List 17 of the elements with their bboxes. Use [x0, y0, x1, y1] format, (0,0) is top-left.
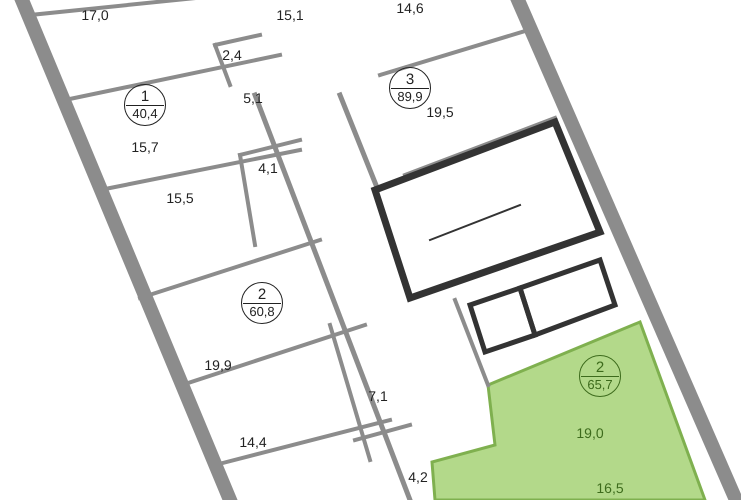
room-area: 19,0 [576, 425, 604, 441]
room-area: 7,1 [368, 388, 388, 404]
room-area: 17,0 [81, 7, 109, 23]
room-area: 16,5 [596, 480, 624, 496]
apartment-badge: 1 40,4 [124, 84, 166, 126]
room-area: 4,2 [408, 469, 428, 485]
room-area: 19,9 [204, 357, 232, 373]
room-area: 15,7 [131, 139, 159, 155]
apartment-badge: 2 65,7 [579, 355, 621, 397]
room-area: 15,5 [166, 190, 194, 206]
room-area: 14,6 [396, 0, 424, 16]
room-area: 2,4 [222, 47, 242, 63]
apartment-badge: 2 60,8 [241, 282, 283, 324]
room-area: 14,4 [239, 434, 267, 450]
room-area: 15,1 [276, 7, 304, 23]
room-area: 4,1 [258, 160, 278, 176]
room-area: 5,1 [243, 90, 263, 106]
